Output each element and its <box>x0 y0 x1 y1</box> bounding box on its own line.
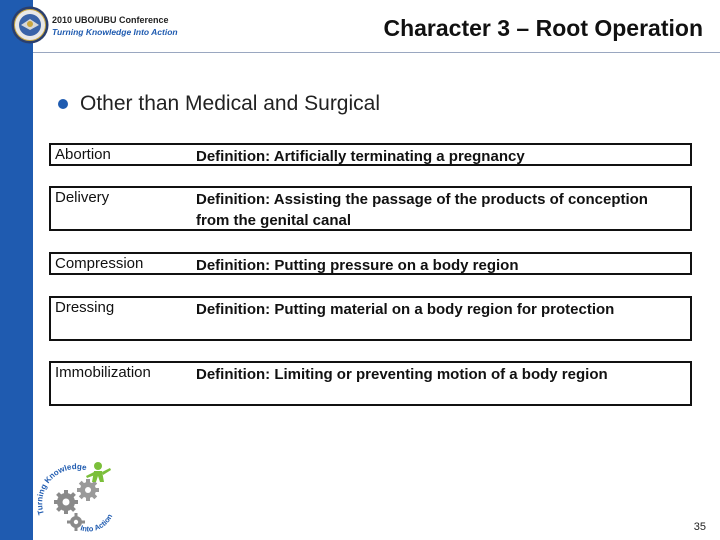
definition-text: Definition: Putting pressure on a body r… <box>196 257 519 274</box>
definition-box-delivery: Delivery Definition: Assisting the passa… <box>49 186 692 231</box>
definition-term: Compression <box>55 255 144 272</box>
definition-box-immobilization: Immobilization Definition: Limiting or p… <box>49 361 692 406</box>
dod-seal-icon <box>11 6 49 44</box>
header-divider <box>33 52 720 53</box>
left-accent-bar <box>0 0 33 540</box>
definition-text: Definition: Putting material on a body r… <box>196 301 615 318</box>
bullet-item: Other than Medical and Surgical <box>58 92 380 116</box>
bullet-text: Other than Medical and Surgical <box>80 92 380 115</box>
definition-text: Definition: Artificially terminating a p… <box>196 148 525 165</box>
conference-title: 2010 UBO/UBU Conference <box>52 15 169 25</box>
definition-term: Abortion <box>55 146 111 163</box>
definition-box-abortion: Abortion Definition: Artificially termin… <box>49 143 692 166</box>
definition-box-compression: Compression Definition: Putting pressure… <box>49 252 692 275</box>
definition-box-dressing: Dressing Definition: Putting material on… <box>49 296 692 341</box>
slide-title: Character 3 – Root Operation <box>383 15 703 41</box>
definition-term: Delivery <box>55 189 110 206</box>
definition-term: Dressing <box>55 299 115 316</box>
turning-knowledge-logo-icon: Turning Knowledge Into Action <box>36 462 115 534</box>
page-number: 35 <box>693 521 706 533</box>
definition-term: Immobilization <box>55 364 151 381</box>
definition-text: Definition: Assisting the passage of the… <box>196 191 648 229</box>
slide-header: 2010 UBO/UBU Conference Turning Knowledg… <box>0 0 720 52</box>
definition-text: Definition: Limiting or preventing motio… <box>196 366 608 383</box>
conference-tagline: Turning Knowledge Into Action <box>52 27 178 37</box>
bullet-dot-icon <box>58 99 68 109</box>
